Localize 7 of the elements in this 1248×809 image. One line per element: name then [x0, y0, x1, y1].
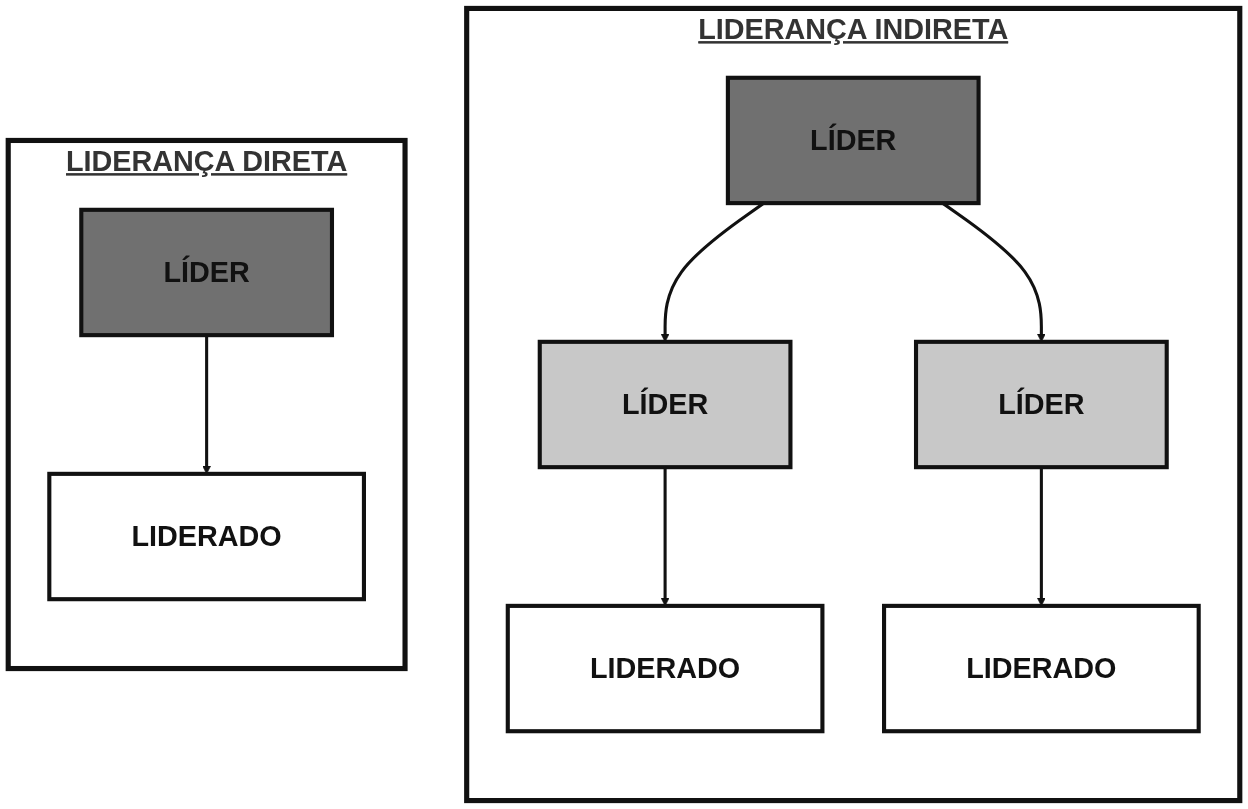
node-box: LÍDER	[79, 207, 335, 338]
node-box: LIDERADO	[505, 603, 825, 734]
node-box: LÍDER	[913, 339, 1169, 470]
node-box: LIDERADO	[882, 603, 1201, 734]
node-box: LIDERADO	[47, 471, 366, 602]
node-box: LÍDER	[537, 339, 793, 470]
node-box: LÍDER	[725, 75, 981, 206]
